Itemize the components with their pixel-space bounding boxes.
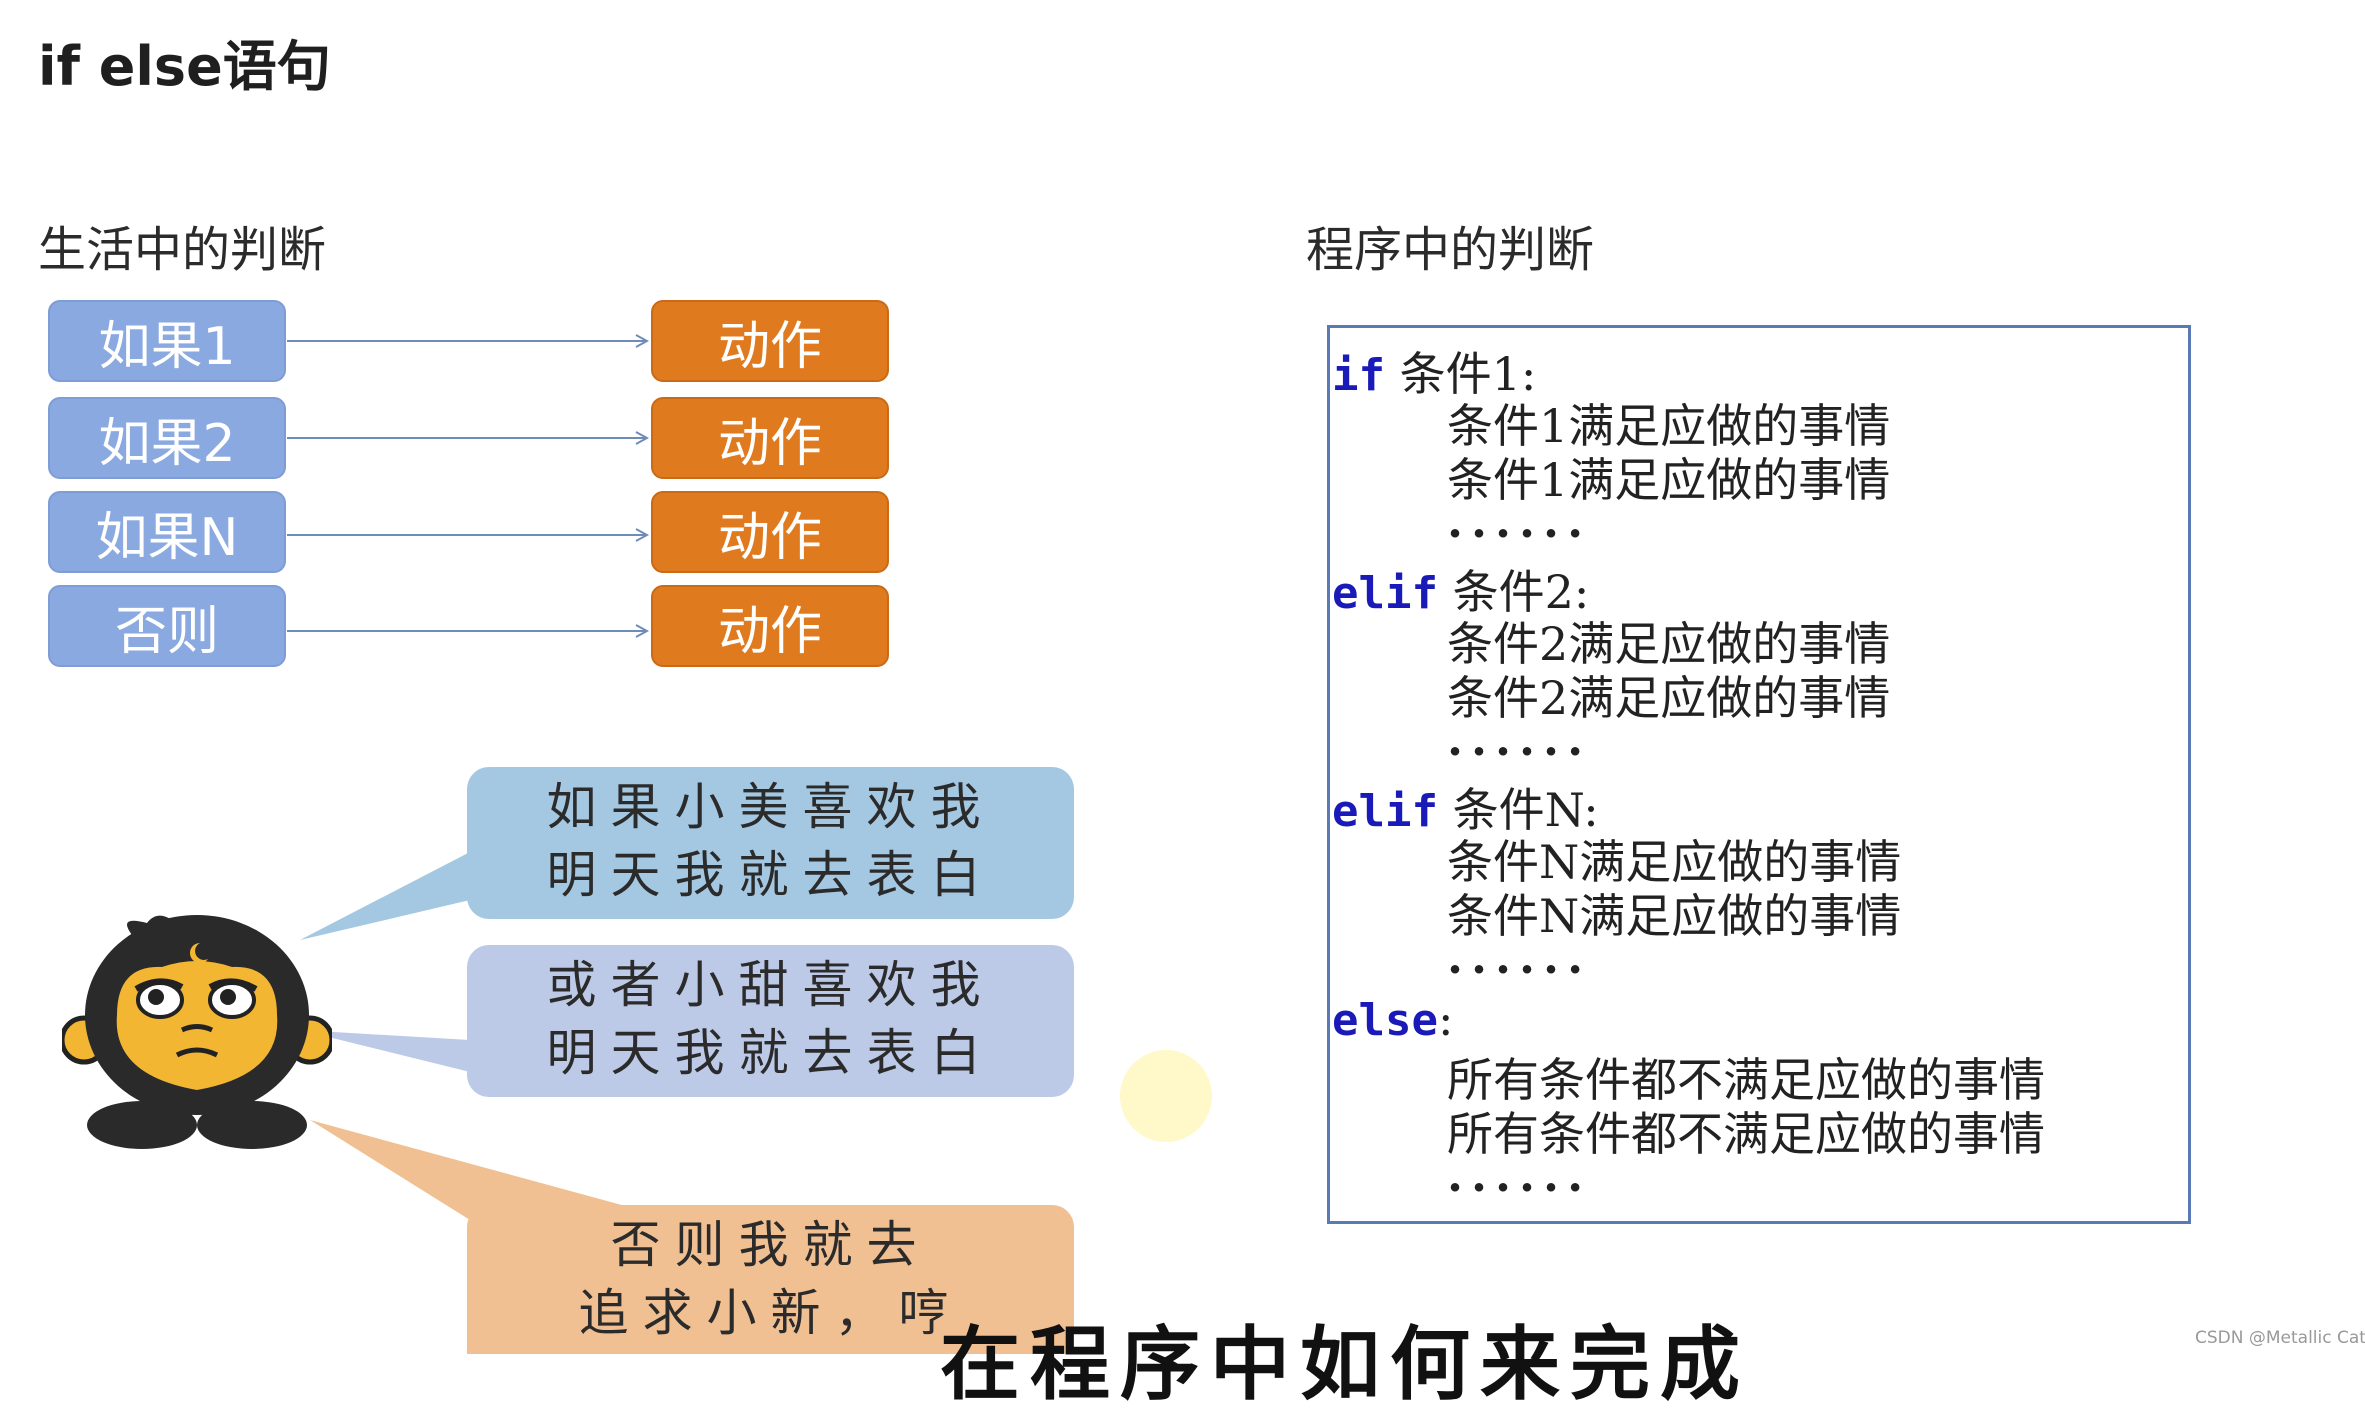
condition-label: 否则 <box>114 601 219 662</box>
condition-box-n: 如果N <box>48 491 286 573</box>
code-body-line: 条件1满足应做的事情 <box>1447 453 1891 507</box>
action-box-2: 动作 <box>651 397 889 479</box>
bubble-line: 或者小甜喜欢我 <box>546 956 995 1014</box>
bubble-tail-1 <box>300 852 470 940</box>
code-ellipsis: ...... <box>1447 1148 1592 1202</box>
code-body-line: 条件1满足应做的事情 <box>1447 399 1891 453</box>
page-title: if else语句 <box>38 35 331 98</box>
keyword-elif: elif <box>1332 568 1438 619</box>
action-box-1: 动作 <box>651 300 889 382</box>
monkey-mascot-icon <box>62 915 332 1149</box>
code-body-line: 条件N满足应做的事情 <box>1447 889 1902 943</box>
action-label: 动作 <box>717 413 822 474</box>
bubble-line: 明天我就去表白 <box>546 846 995 904</box>
code-line-elif-2: elif 条件2: <box>1332 556 1589 622</box>
keyword-else: else <box>1332 995 1438 1046</box>
code-ellipsis: ...... <box>1447 930 1592 984</box>
speech-bubble-1: 如果小美喜欢我 明天我就去表白 <box>467 767 1074 919</box>
flow-arrows <box>287 0 2365 1220</box>
code-ellipsis: ...... <box>1447 712 1592 766</box>
code-line-else: else: <box>1332 992 1453 1046</box>
code-body-line: 所有条件都不满足应做的事情 <box>1447 1107 2045 1161</box>
code-body-line: 条件2满足应做的事情 <box>1447 671 1891 725</box>
code-body-line: 所有条件都不满足应做的事情 <box>1447 1053 2045 1107</box>
watermark: CSDN @Metallic Cat <box>2195 1328 2365 1348</box>
code-body-line: 条件2满足应做的事情 <box>1447 617 1891 671</box>
bubble-line: 追求小新，哼 <box>578 1284 963 1342</box>
code-panel: if 条件1: 条件1满足应做的事情 条件1满足应做的事情 ...... eli… <box>1327 325 2191 1224</box>
bubble-tail-3 <box>310 1120 640 1220</box>
code-body-line: 条件N满足应做的事情 <box>1447 835 1902 889</box>
condition-text: 条件N: <box>1452 783 1599 837</box>
life-section-title: 生活中的判断 <box>38 222 327 278</box>
condition-box-else: 否则 <box>48 585 286 667</box>
condition-box-1: 如果1 <box>48 300 286 382</box>
action-box-n: 动作 <box>651 491 889 573</box>
speech-bubble-2: 或者小甜喜欢我 明天我就去表白 <box>467 945 1074 1097</box>
code-line-if: if 条件1: <box>1332 338 1536 404</box>
bubble-line: 明天我就去表白 <box>546 1024 995 1082</box>
condition-label: 如果1 <box>98 316 236 377</box>
code-ellipsis: ...... <box>1447 494 1592 548</box>
video-subtitle: 在程序中如何来完成 <box>940 1318 1750 1411</box>
keyword-elif: elif <box>1332 786 1438 837</box>
condition-box-2: 如果2 <box>48 397 286 479</box>
action-label: 动作 <box>717 316 822 377</box>
condition-label: 如果2 <box>98 413 236 474</box>
pointer-highlight <box>1120 1050 1212 1142</box>
condition-text: 条件2: <box>1452 565 1590 619</box>
speech-bubble-3: 否则我就去 追求小新，哼 <box>467 1205 1074 1354</box>
bubble-line: 否则我就去 <box>610 1216 931 1274</box>
bubble-line: 如果小美喜欢我 <box>546 778 995 836</box>
action-label: 动作 <box>717 601 822 662</box>
action-box-else: 动作 <box>651 585 889 667</box>
bubble-tail-2 <box>300 1030 470 1072</box>
keyword-if: if <box>1332 350 1385 401</box>
condition-text: : <box>1437 992 1454 1046</box>
code-line-elif-n: elif 条件N: <box>1332 774 1599 840</box>
action-label: 动作 <box>717 507 822 568</box>
condition-label: 如果N <box>95 507 239 568</box>
program-section-title: 程序中的判断 <box>1306 222 1595 278</box>
condition-text: 条件1: <box>1399 347 1537 401</box>
